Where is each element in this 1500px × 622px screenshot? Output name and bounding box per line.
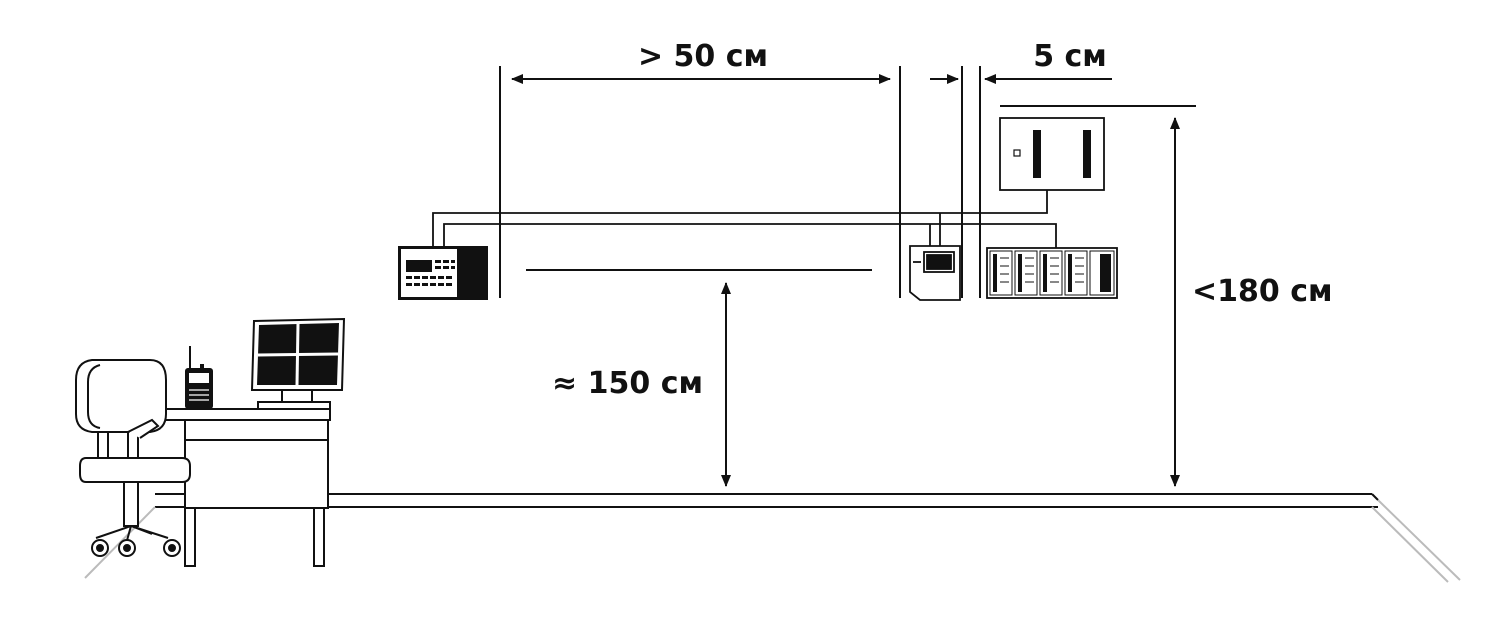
label-distance-devices: > 50 см [638, 39, 768, 74]
desk [146, 408, 331, 567]
label-height-keypad: ≈ 150 см [552, 366, 703, 401]
dimension-guides [499, 66, 1196, 298]
room-walls [84, 40, 1461, 583]
expansion-module-panel-icon [986, 247, 1118, 299]
power-supply-cabinet-icon [999, 117, 1105, 191]
controller-box-icon [909, 245, 961, 301]
dimension-arrows [511, 74, 1180, 487]
computer-monitor-icon [250, 317, 346, 410]
label-gap-small: 5 см [1033, 39, 1107, 74]
label-height-panel-max: <180 см [1192, 274, 1333, 309]
cable-lines [432, 190, 1057, 248]
control-keypad-icon [398, 246, 488, 300]
office-chair-icon [75, 359, 191, 557]
portable-radio-icon [185, 346, 213, 409]
